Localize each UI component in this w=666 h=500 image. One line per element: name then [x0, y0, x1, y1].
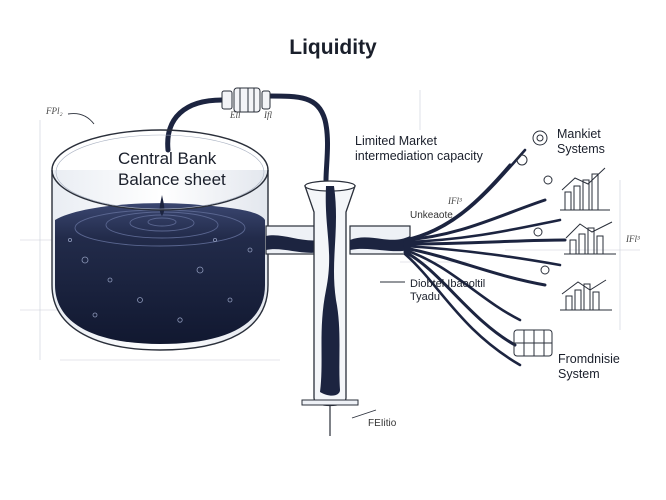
- pointer-arrows: [67, 113, 405, 419]
- label-financial-system: Fromdnisie System: [558, 352, 620, 382]
- bar-chart-icon: [560, 279, 612, 311]
- page-title: Liquidity: [289, 36, 377, 59]
- central-bank-bowl: [51, 129, 269, 351]
- distributed-line1: Diobtel Ibaooltil: [410, 278, 486, 290]
- vertical-tube: [301, 180, 359, 436]
- market-streams: [403, 148, 567, 367]
- central-bank-line1: Central Bank: [118, 149, 217, 168]
- feed-hose: [165, 93, 331, 183]
- label-top-right-note: IFl³: [448, 196, 462, 206]
- label-central-bank: Central Bank Balance sheet: [118, 148, 226, 190]
- financial-line2: System: [558, 367, 600, 381]
- connecting-pipe: [265, 225, 411, 255]
- grid-device-icon: [513, 329, 553, 357]
- label-market-systems: Mankiet Systems: [557, 127, 605, 157]
- label-valve-note-2: Ifl: [264, 110, 272, 120]
- bar-chart-icon: [560, 167, 610, 211]
- bar-chart-icon: [564, 221, 616, 255]
- market-systems-line1: Mankiet: [557, 127, 601, 141]
- label-limited-market: Limited Market intermediation capacity: [355, 134, 483, 164]
- label-right-note: IFl³: [626, 234, 640, 244]
- central-bank-line2: Balance sheet: [118, 170, 226, 189]
- label-bottom-note: FEIitio: [368, 418, 397, 429]
- valve: [221, 87, 271, 113]
- financial-line1: Fromdnisie: [558, 352, 620, 366]
- label-pipe-note: Unkeaote: [410, 210, 453, 221]
- limited-market-line1: Limited Market: [355, 134, 437, 148]
- label-distributed: Diobtel Ibaooltil Tyadu: [410, 278, 485, 304]
- gear-icon: [516, 130, 553, 275]
- distributed-line2: Tyadu: [410, 291, 440, 303]
- limited-market-line2: intermediation capacity: [355, 149, 483, 163]
- market-systems-line2: Systems: [557, 142, 605, 156]
- label-top-left-note: FPl₂: [46, 106, 63, 116]
- label-valve-note-1: Ell: [230, 110, 241, 120]
- market-charts: [513, 130, 616, 357]
